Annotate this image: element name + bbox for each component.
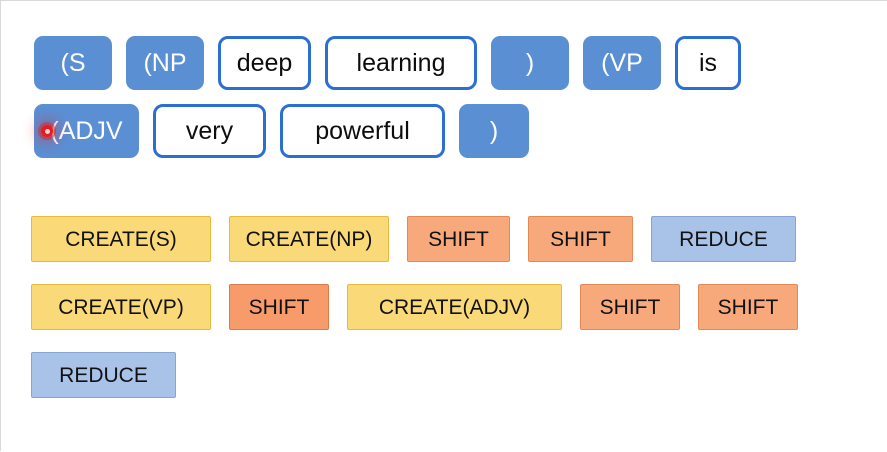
action-button-create[interactable]: CREATE(ADJV) bbox=[347, 284, 562, 330]
action-button-label: REDUCE bbox=[679, 227, 768, 251]
parse-token-label: very bbox=[185, 116, 234, 145]
action-button-shift[interactable]: SHIFT bbox=[407, 216, 510, 262]
action-button-label: SHIFT bbox=[248, 295, 310, 319]
parse-token-label: deep bbox=[236, 48, 293, 77]
parse-token-label: powerful bbox=[315, 116, 410, 145]
parse-token-chip[interactable]: ) bbox=[459, 104, 529, 158]
action-button-label: SHIFT bbox=[717, 295, 779, 319]
action-row-1: CREATE(S) CREATE(NP) SHIFT SHIFT REDUCE bbox=[31, 216, 814, 262]
parse-token-chip[interactable]: very bbox=[153, 104, 266, 158]
action-button-label: CREATE(S) bbox=[65, 227, 177, 251]
parse-token-label: learning bbox=[356, 48, 446, 77]
action-button-label: SHIFT bbox=[599, 295, 661, 319]
action-button-shift[interactable]: SHIFT bbox=[528, 216, 633, 262]
parse-token-label: (VP bbox=[601, 48, 643, 77]
parse-token-chip[interactable]: deep bbox=[218, 36, 311, 90]
parse-token-chip[interactable]: (ADJV bbox=[34, 104, 139, 158]
parse-token-label: (ADJV bbox=[50, 116, 123, 145]
parse-token-chip[interactable]: ) bbox=[491, 36, 569, 90]
parse-token-row-1: (S (NP deep learning) (VP is bbox=[34, 36, 755, 90]
parse-token-chip[interactable]: (VP bbox=[583, 36, 661, 90]
parse-token-label: ) bbox=[489, 116, 499, 145]
action-button-reduce[interactable]: REDUCE bbox=[651, 216, 796, 262]
action-button-label: CREATE(NP) bbox=[245, 227, 373, 251]
action-button-label: SHIFT bbox=[428, 227, 489, 251]
action-button-label: SHIFT bbox=[550, 227, 611, 251]
parse-token-chip[interactable]: (S bbox=[34, 36, 112, 90]
action-button-label: CREATE(VP) bbox=[58, 295, 184, 319]
parse-token-label: (S bbox=[60, 48, 86, 77]
action-button-label: REDUCE bbox=[59, 363, 148, 387]
action-button-shift[interactable]: SHIFT bbox=[229, 284, 329, 330]
parse-token-label: is bbox=[698, 48, 718, 77]
action-button-reduce[interactable]: REDUCE bbox=[31, 352, 176, 398]
parse-token-chip[interactable]: powerful bbox=[280, 104, 445, 158]
action-button-label: CREATE(ADJV) bbox=[378, 295, 531, 319]
action-button-shift[interactable]: SHIFT bbox=[698, 284, 798, 330]
action-button-create[interactable]: CREATE(NP) bbox=[229, 216, 389, 262]
parse-token-label: (NP bbox=[143, 48, 187, 77]
parse-token-chip[interactable]: learning bbox=[325, 36, 477, 90]
parse-token-row-2: (ADJV very powerful) bbox=[34, 104, 543, 158]
action-button-create[interactable]: CREATE(S) bbox=[31, 216, 211, 262]
action-row-3: REDUCE bbox=[31, 352, 194, 398]
parse-token-chip[interactable]: is bbox=[675, 36, 741, 90]
action-row-2: CREATE(VP) SHIFT CREATE(ADJV) SHIFT SHIFT bbox=[31, 284, 816, 330]
parse-token-chip[interactable]: (NP bbox=[126, 36, 204, 90]
action-button-create[interactable]: CREATE(VP) bbox=[31, 284, 211, 330]
parse-token-label: ) bbox=[525, 48, 535, 77]
action-button-shift[interactable]: SHIFT bbox=[580, 284, 680, 330]
